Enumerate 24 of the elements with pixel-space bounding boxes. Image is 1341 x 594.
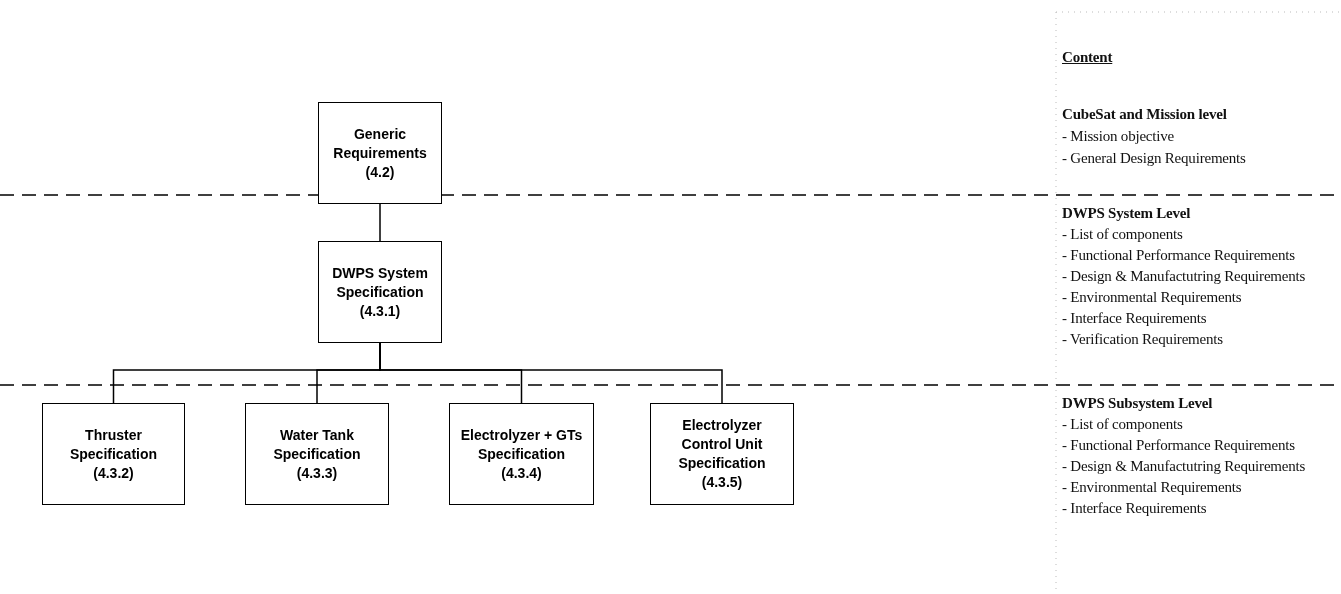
list-item: - Environmental Requirements [1062, 478, 1242, 497]
spec-box: Water Tank Specification (4.3.3) [245, 403, 389, 505]
spec-box: Thruster Specification (4.3.2) [42, 403, 185, 505]
list-item: - List of components [1062, 225, 1183, 244]
list-item: - Mission objective [1062, 127, 1175, 146]
list-item: - Interface Requirements [1062, 309, 1207, 328]
connector-line [379, 203, 381, 242]
spec-box: Generic Requirements (4.2) [318, 102, 442, 204]
list-item: - Verification Requirements [1062, 330, 1223, 349]
level-heading: DWPS System Level [1062, 204, 1191, 223]
section-heading: Content [1062, 48, 1113, 67]
list-item: - Interface Requirements [1062, 499, 1207, 518]
list-item: - Functional Performance Requirements [1062, 246, 1295, 265]
list-item: - Environmental Requirements [1062, 288, 1242, 307]
spec-box: DWPS System Specification (4.3.1) [318, 241, 442, 343]
list-item: - Functional Performance Requirements [1062, 436, 1295, 455]
list-item: - General Design Requirements [1062, 149, 1246, 168]
spec-box: Electrolyzer + GTs Specification (4.3.4) [449, 403, 594, 505]
level-heading: DWPS Subsystem Level [1062, 394, 1213, 413]
list-item: - Design & Manufactutring Requirements [1062, 457, 1306, 476]
spec-box: Electrolyzer Control Unit Specification (4.3.5) [650, 403, 794, 505]
level-heading: CubeSat and Mission level [1062, 105, 1227, 124]
list-item: - Design & Manufactutring Requirements [1062, 267, 1306, 286]
list-item: - List of components [1062, 415, 1183, 434]
